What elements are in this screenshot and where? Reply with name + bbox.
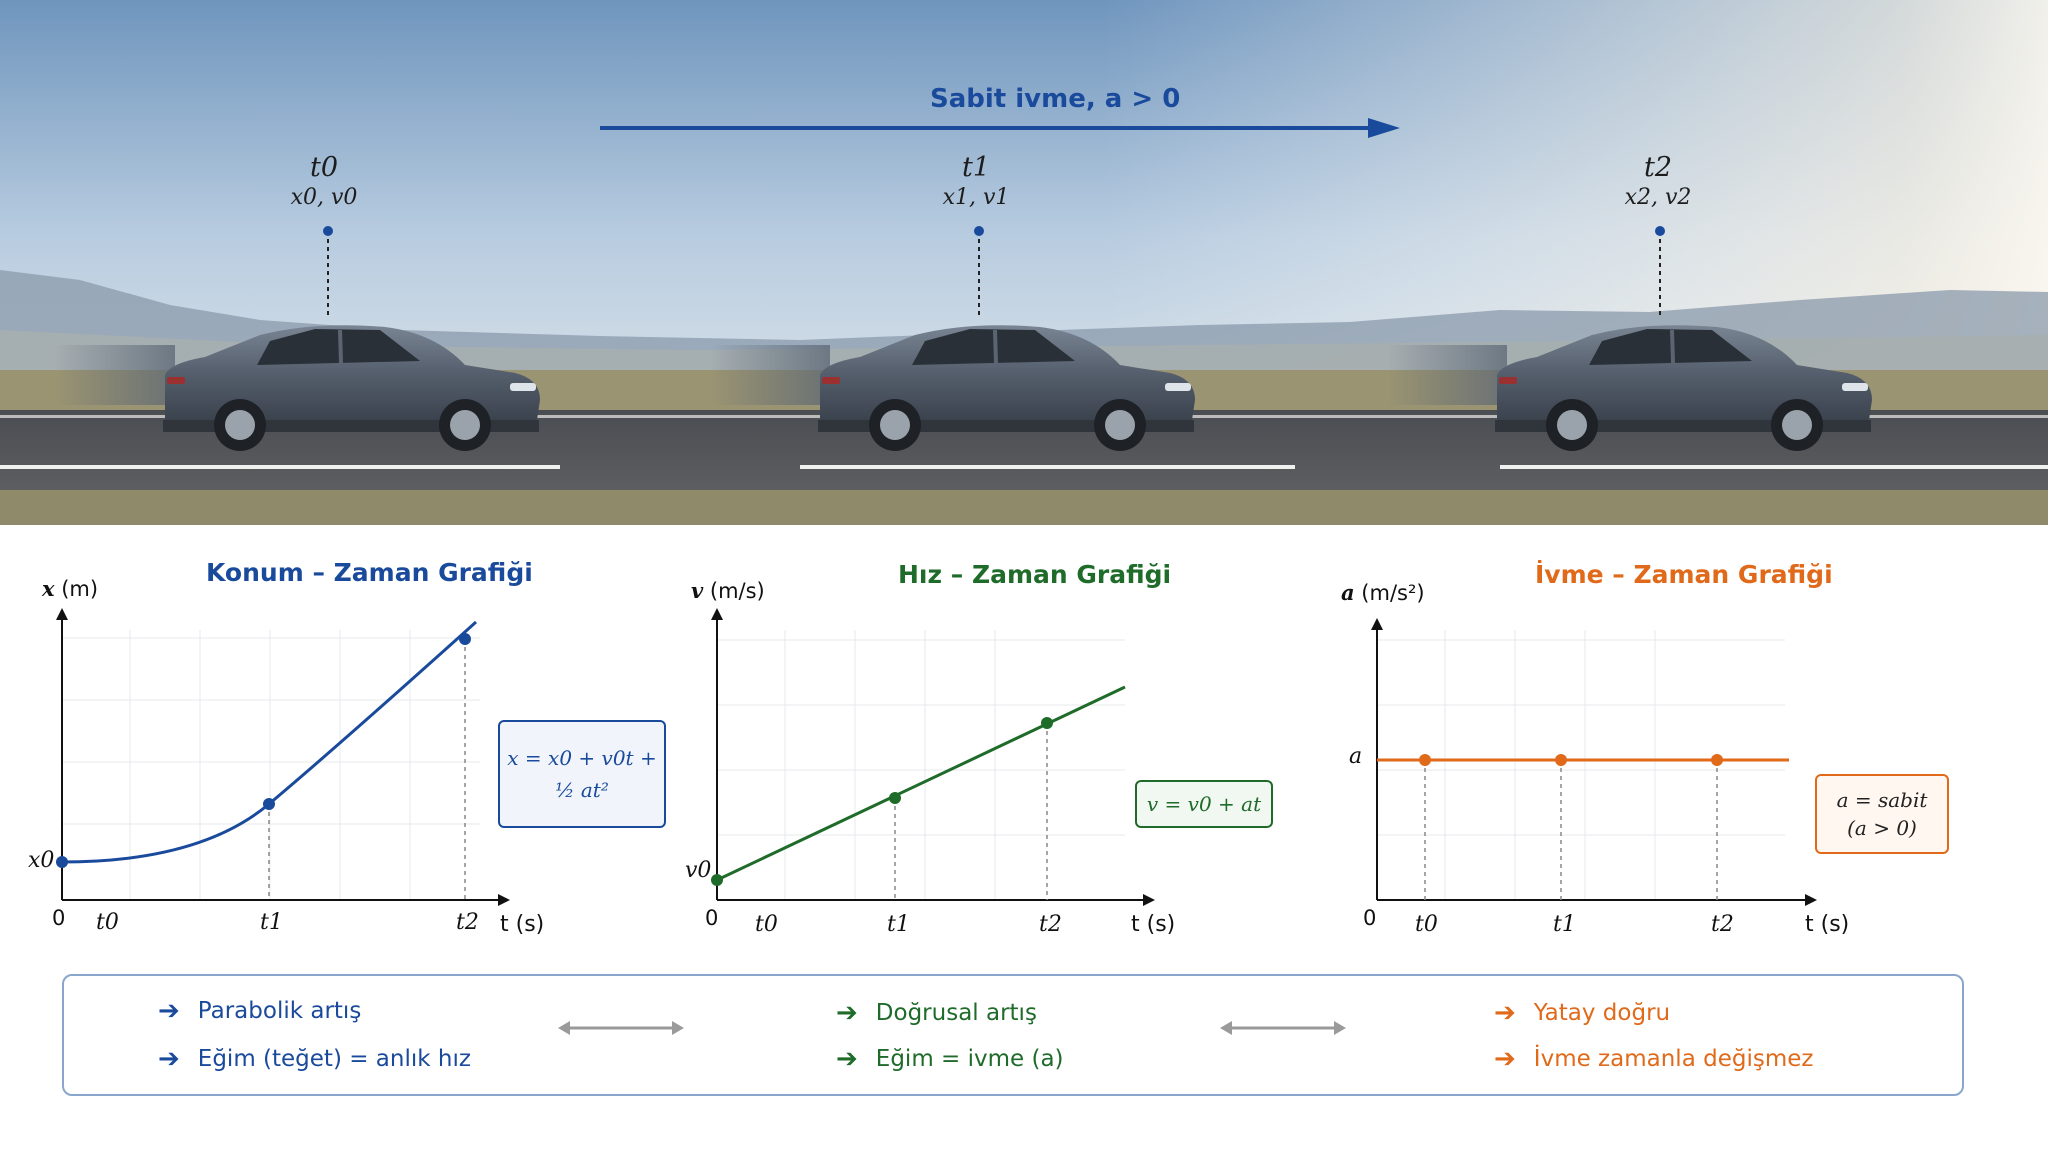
position-chart-title: Konum – Zaman Grafiği (206, 558, 533, 587)
double-arrow-icon (1220, 1021, 1346, 1035)
arrow-right-icon: ➔ (158, 996, 180, 1026)
position-curve (61, 620, 478, 864)
position-tick-t0: t0 (96, 910, 119, 935)
velocity-time-chart: Hız – Zaman Grafiği v (m/s) v0 0 t0 t1 t… (655, 540, 1335, 960)
velocity-chart-title: Hız – Zaman Grafiği (898, 560, 1172, 589)
arrow-right-icon: ➔ (1494, 1044, 1516, 1074)
velocity-tick-t0: t0 (755, 912, 778, 937)
velocity-tick-t1: t1 (887, 912, 910, 937)
velocity-origin: 0 (705, 906, 719, 930)
legend-item-horizontal: ➔Yatay doğru (1494, 998, 1671, 1028)
v0-label: v0 (685, 858, 712, 883)
position-time-chart: Konum – Zaman Grafiği x (m) x0 0 t0 t1 t… (0, 540, 680, 960)
legend-item-linear: ➔Doğrusal artış (836, 998, 1037, 1028)
velocity-line (716, 685, 1126, 882)
position-point-t2 (459, 633, 471, 645)
velocity-xlabel: t (s) (1131, 912, 1176, 937)
position-ylabel: x (m) (42, 576, 99, 601)
summary-legend: ➔Parabolik artış ➔Eğim (teğet) = anlık h… (62, 974, 1964, 1096)
position-point-x0 (56, 856, 68, 868)
position-tick-t2: t2 (456, 910, 479, 935)
velocity-point-v0 (711, 874, 723, 886)
scene-title: Sabit ivme, a > 0 (930, 84, 1181, 114)
acceleration-tick-t0: t0 (1415, 912, 1438, 937)
arrow-right-icon: ➔ (158, 1044, 180, 1074)
velocity-ylabel: v (m/s) (691, 578, 765, 603)
velocity-point-t1 (889, 792, 901, 804)
position-origin: 0 (52, 906, 66, 930)
velocity-formula-box: v = v0 + at (1135, 780, 1273, 828)
arrow-right-icon: ➔ (1494, 998, 1516, 1028)
position-point-t1 (263, 798, 275, 810)
position-xlabel: t (s) (500, 912, 545, 937)
position-tick-t1: t1 (260, 910, 283, 935)
position-formula-box: x = x0 + v0t + ½ at² (498, 720, 666, 828)
acceleration-xlabel: t (s) (1805, 912, 1850, 937)
velocity-point-t2 (1041, 717, 1053, 729)
x0-label: x0 (28, 848, 55, 873)
legend-item-parabolic: ➔Parabolik artış (158, 996, 362, 1026)
legend-item-constant-acceleration: ➔İvme zamanla değişmez (1494, 1044, 1814, 1074)
acceleration-ylabel: a (m/s²) (1341, 580, 1425, 605)
arrow-right-icon: ➔ (836, 1044, 858, 1074)
acceleration-chart-title: İvme – Zaman Grafiği (1535, 560, 1833, 589)
acceleration-level-label: a (1349, 744, 1363, 769)
acceleration-tick-t1: t1 (1553, 912, 1576, 937)
arrow-right-icon: ➔ (836, 998, 858, 1028)
acceleration-point-t2 (1711, 754, 1723, 766)
acceleration-formula-box: a = sabit (a > 0) (1815, 774, 1949, 854)
double-arrow-icon (558, 1021, 684, 1035)
legend-item-slope-velocity: ➔Eğim (teğet) = anlık hız (158, 1044, 471, 1074)
acceleration-tick-t2: t2 (1711, 912, 1734, 937)
legend-item-slope-acceleration: ➔Eğim = ivme (a) (836, 1044, 1064, 1074)
acceleration-time-chart: İvme – Zaman Grafiği a (m/s²) a 0 t0 t1 … (1315, 540, 1995, 960)
velocity-tick-t2: t2 (1039, 912, 1062, 937)
acceleration-origin: 0 (1363, 906, 1377, 930)
acceleration-point-t0 (1419, 754, 1431, 766)
acceleration-point-t1 (1555, 754, 1567, 766)
